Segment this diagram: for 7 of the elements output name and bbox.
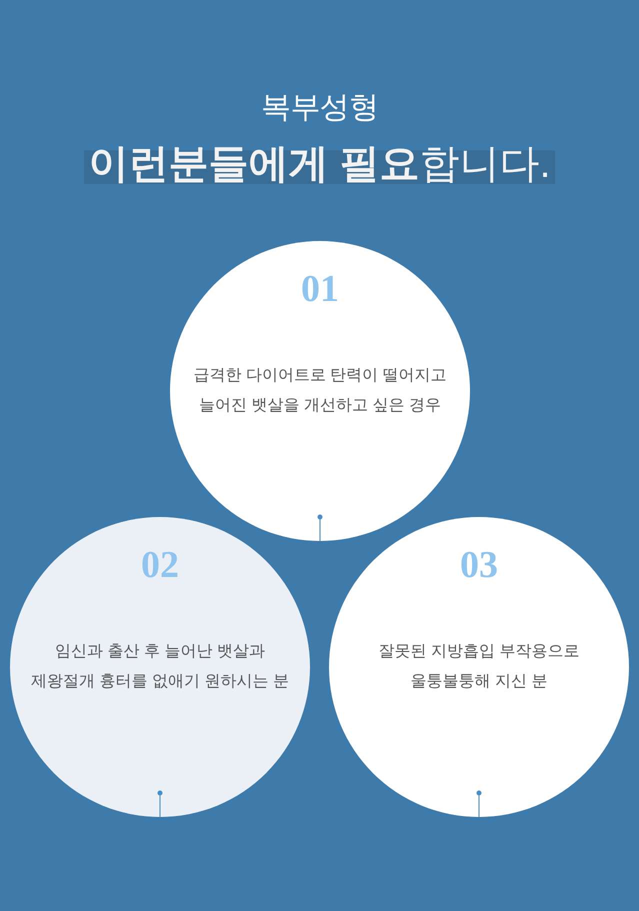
step-number: 02 — [141, 543, 179, 587]
step-number: 01 — [301, 267, 339, 311]
title: 복부성형 — [261, 90, 378, 126]
description: 잘못된 지방흡입 부작용으로 울퉁불퉁해 지신 분 — [378, 642, 580, 692]
description: 임신과 출산 후 늘어난 뱃살과 제왕절개 흉터를 없애기 원하시는 분 — [30, 642, 290, 692]
description: 급격한 다이어트로 탄력이 떨어지고 늘어진 뱃살을 개선하고 싶은 경우 — [192, 366, 448, 416]
step-number: 03 — [460, 543, 498, 587]
